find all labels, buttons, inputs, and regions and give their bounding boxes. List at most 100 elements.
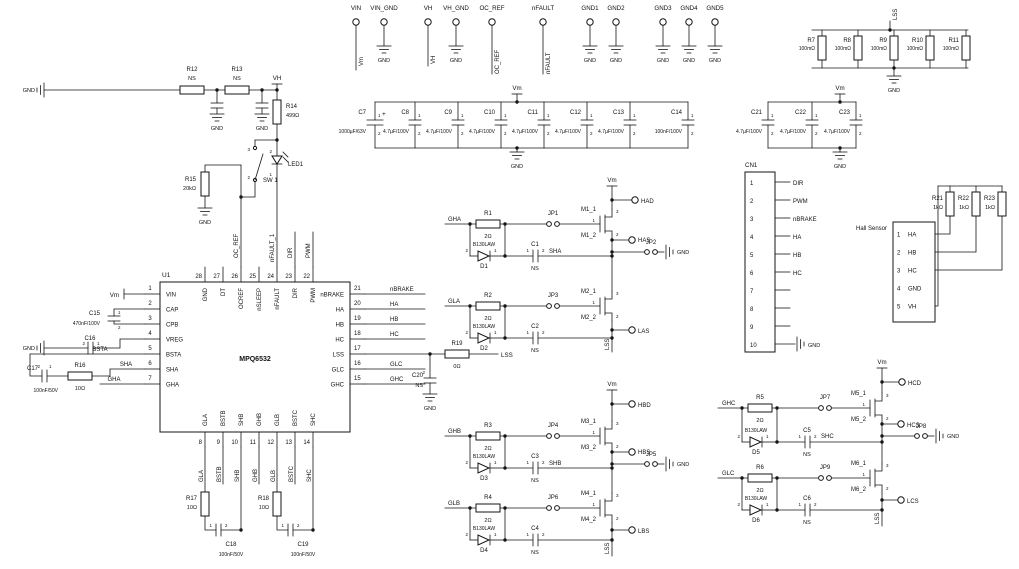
cn1-p4: 4 [750, 235, 754, 241]
mosfet-symbol [604, 230, 613, 240]
m3-p1: 1 [592, 430, 595, 435]
c1-val: NS [531, 266, 539, 272]
d5-ref: D5 [752, 450, 760, 456]
cn1-p6: 6 [750, 271, 754, 277]
diode-symbol [749, 436, 763, 448]
d2-part: B130LAW [473, 324, 496, 330]
tp-hbs: HBS [638, 450, 650, 456]
testpoint-icon [539, 18, 547, 26]
gnd-jp5: GND [677, 462, 689, 468]
resistor-symbol [889, 35, 899, 61]
u1-n7: 7 [148, 376, 152, 382]
resistor-symbol [475, 219, 501, 229]
testpoint-icon [628, 400, 636, 408]
c11-val: 4.7µF/100V [512, 129, 539, 135]
r16-ref: R16 [74, 363, 86, 369]
c8-val: 4.7µF/100V [383, 129, 410, 135]
tp-gnd5: GND5 [706, 5, 724, 12]
junction-dot [610, 198, 614, 202]
gnd-t2: GND [450, 58, 462, 64]
testpoint-icon [628, 326, 636, 334]
wire [934, 215, 977, 253]
tp-nfault: nFAULT [532, 5, 554, 12]
u1-n5: 5 [148, 346, 152, 352]
hall-net-ha: HA [908, 233, 916, 239]
switch-symbol [254, 153, 264, 181]
d1-part: B130LAW [473, 242, 496, 248]
c19-p1: 1 [281, 523, 284, 528]
r4-val: 2Ω [484, 518, 491, 524]
d4-part: B130LAW [473, 526, 496, 532]
r23-ref: R23 [984, 196, 996, 202]
net-ghb: GHB [448, 429, 461, 435]
testpoint-icon [424, 18, 432, 26]
u1-n28: 28 [195, 274, 202, 280]
u1-r17: LSS [333, 353, 344, 359]
resistor-symbol [200, 491, 210, 517]
u1-l1: VIN [166, 293, 176, 299]
u1-n24: 24 [267, 274, 274, 280]
r12-val: NS [188, 76, 196, 82]
d3-part: B130LAW [473, 454, 496, 460]
r16-val: 10Ω [75, 386, 85, 392]
jumper-icon [554, 221, 560, 227]
d4-ref: D4 [480, 548, 488, 554]
d1-p2: 2 [465, 248, 468, 253]
gnd-r12-in: GND [23, 88, 35, 94]
c16-p1: 1 [97, 341, 100, 346]
gnd-bank-a: GND [511, 164, 523, 170]
diode-symbol [749, 504, 763, 516]
tp-lcs: LCS [907, 499, 919, 505]
junction-dot [515, 146, 519, 150]
m5-1-ref: M5_1 [851, 391, 867, 397]
r14-val: 499Ω [286, 113, 299, 119]
u1-part: MPQ6532 [239, 356, 271, 363]
wire [934, 215, 951, 235]
m3-p3: 3 [616, 421, 619, 426]
tp-oc-ref: OC_REF [479, 5, 504, 12]
m4-p1: 1 [592, 502, 595, 507]
gnd-c-r12: GND [211, 126, 223, 132]
u1-n4: 4 [148, 331, 152, 337]
testpoint-icon [631, 196, 639, 204]
m6-p2: 2 [886, 486, 889, 491]
tp-vin: VIN [351, 5, 361, 12]
u1-t28: GND [203, 287, 209, 301]
wire [934, 185, 939, 307]
net-shb: SHB [549, 461, 561, 467]
d5-part: B130LAW [745, 428, 768, 434]
junction-dot [610, 466, 614, 470]
u1-t27: DT [221, 288, 227, 296]
d3-ref: D3 [480, 476, 488, 482]
junction-dot [468, 506, 472, 510]
junction-dot [515, 100, 519, 104]
c10-val: 4.7µF/100V [469, 129, 496, 135]
net-dir-flag: DIR [288, 247, 294, 258]
jumper-icon [818, 475, 824, 481]
c20-p2: 2 [422, 370, 425, 375]
gnd-t6: GND [683, 58, 695, 64]
resistor-symbol [475, 301, 501, 311]
hall-p5: 5 [897, 305, 901, 311]
u1-n22: 22 [303, 274, 310, 280]
u1-l4: VREG [166, 338, 183, 344]
testpoint-icon [898, 378, 906, 386]
d3-p2: 2 [465, 460, 468, 465]
u1-l3: CPB [166, 323, 178, 329]
sw1-p3: 3 [247, 147, 250, 152]
c15-val: 470nF/100V [73, 321, 101, 327]
c3-p1: 1 [526, 460, 529, 465]
wire [29, 353, 146, 377]
testpoint-icon [628, 526, 636, 534]
u1-n6: 6 [148, 361, 152, 367]
gnd-t4: GND [610, 58, 622, 64]
r19-val: 0Ω [453, 364, 460, 370]
u1-n15: 15 [354, 376, 361, 382]
c12-val: 4.7µF/100V [555, 129, 582, 135]
m3-2-ref: M3_2 [581, 445, 597, 451]
c21-p2: 2 [771, 131, 774, 136]
mosfet-symbol [604, 514, 613, 524]
testpoint-icon [628, 448, 636, 456]
junction-dot [468, 304, 472, 308]
jp2-ref: JP2 [646, 240, 657, 246]
